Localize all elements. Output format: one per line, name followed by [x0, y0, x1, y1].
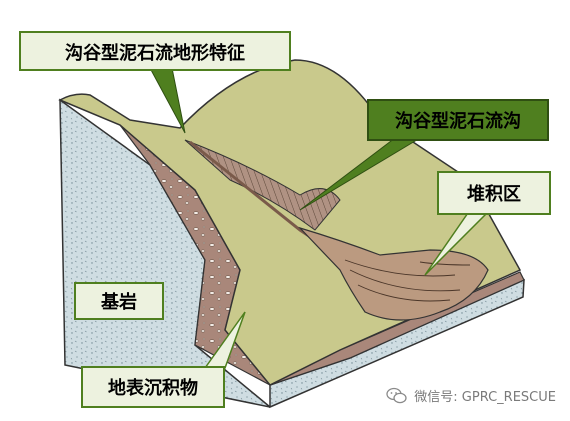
watermark-text: 微信号: GPRC_RESCUE [414, 386, 556, 405]
wechat-icon [386, 387, 408, 405]
watermark: 微信号: GPRC_RESCUE [386, 386, 556, 405]
bedrock-callout: 基岩 [75, 283, 163, 319]
title-label: 沟谷型泥石流地形特征 [65, 42, 245, 64]
deposit-label: 堆积区 [467, 183, 521, 205]
gully-label: 沟谷型泥石流沟 [395, 110, 521, 132]
bedrock-label: 基岩 [100, 291, 137, 313]
surface-label: 地表沉积物 [108, 377, 198, 399]
